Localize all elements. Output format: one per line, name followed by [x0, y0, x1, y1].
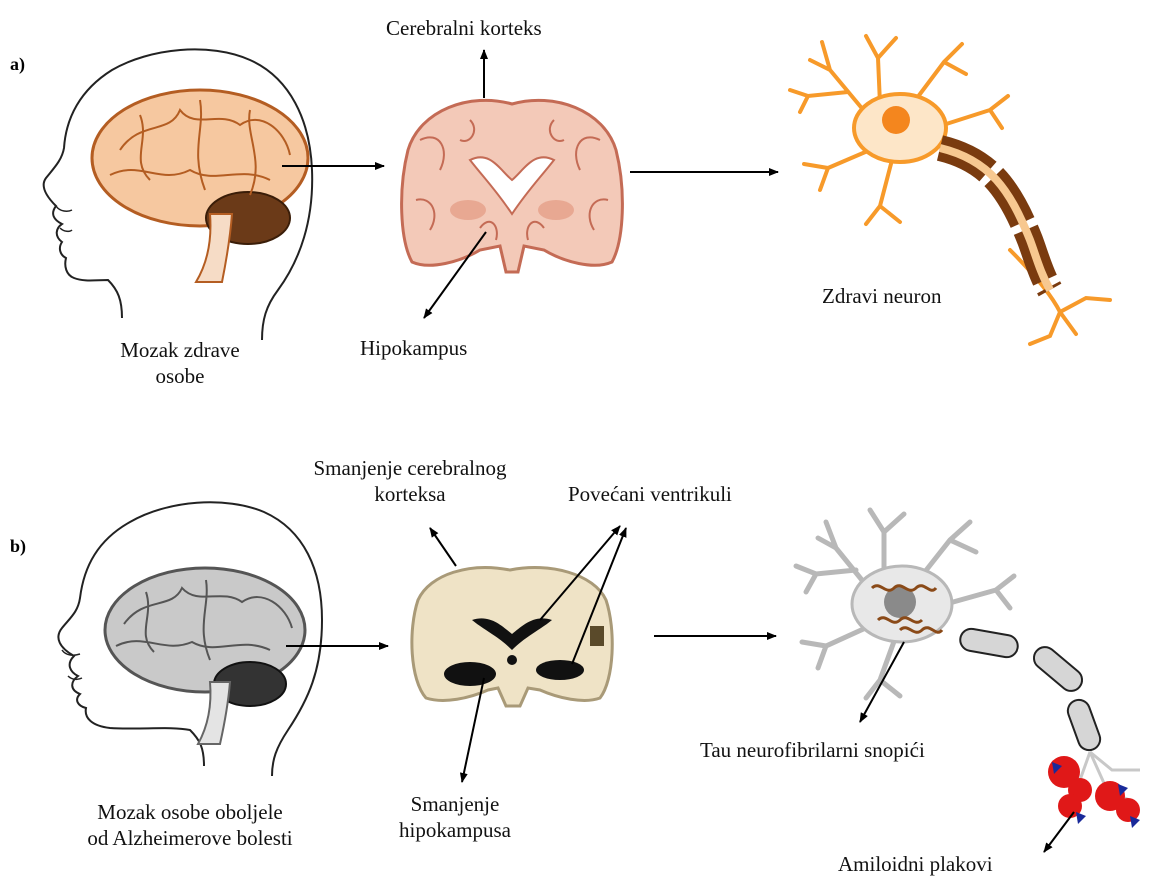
alzheimer-brain-label-line1: Mozak osobe oboljele	[40, 800, 340, 824]
hippocampus-shrinkage-label-line1: Smanjenje	[380, 792, 530, 816]
brain-icon	[92, 90, 308, 282]
cerebral-cortex-label: Cerebralni korteks	[386, 16, 542, 40]
healthy-brain-label-line2: osobe	[100, 364, 260, 388]
alzheimer-brain-label-line2: od Alzheimerove bolesti	[40, 826, 340, 850]
enlarged-ventricles-label: Povećani ventrikuli	[568, 482, 732, 506]
hippocampus-shrinkage-label-line2: hipokampusa	[380, 818, 530, 842]
hippocampus-label: Hipokampus	[360, 336, 467, 360]
healthy-neuron-label: Zdravi neuron	[822, 284, 942, 308]
panel-b-letter: b)	[10, 536, 26, 557]
brain-coronal-section-icon	[402, 100, 623, 272]
panel-a-letter: a)	[10, 54, 25, 75]
tau-tangles-label: Tau neurofibrilarni snopići	[700, 738, 925, 762]
amyloid-plaques-label: Amiloidni plakovi	[838, 852, 993, 876]
cortex-shrinkage-label-line2: korteksa	[280, 482, 540, 506]
healthy-brain-label-line1: Mozak zdrave	[100, 338, 260, 362]
neuron-icon	[796, 510, 1140, 828]
cortex-shrinkage-label-line1: Smanjenje cerebralnog	[280, 456, 540, 480]
brain-icon	[105, 568, 305, 744]
